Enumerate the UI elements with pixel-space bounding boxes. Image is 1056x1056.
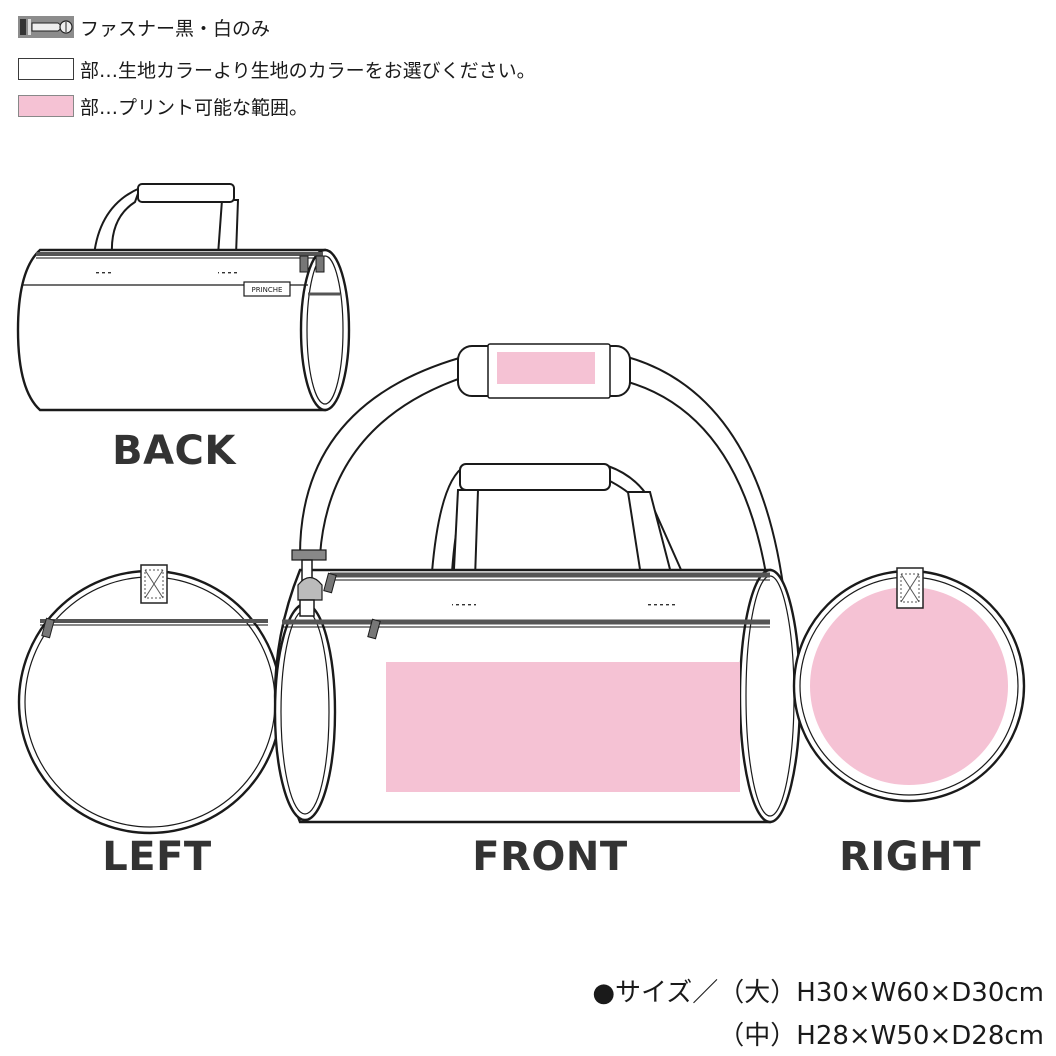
front-print-area [386,662,740,792]
legend-print-text: 部…プリント可能な範囲。 [80,96,309,119]
print-swatch [18,95,74,117]
front-view [273,343,802,824]
right-view [792,567,1026,803]
legend-fabric: 部…生地カラーより生地のカラーをお選びください。 [18,56,536,82]
zipper-icon [18,16,74,38]
left-view [17,564,283,835]
size-medium: （中）H28×W50×D28cm [718,1021,1044,1051]
view-label-back: BACK [112,428,236,474]
size-large: ●サイズ／（大）H30×W60×D30cm [592,978,1044,1008]
front-pad-print-area [497,352,595,384]
fabric-swatch [18,58,74,80]
view-label-left: LEFT [102,834,212,880]
brand-tag: PRINCHE [252,286,283,294]
legend-print: 部…プリント可能な範囲。 [18,93,308,119]
legend-zipper: ファスナー黒・白のみ [18,14,270,40]
legend-fabric-text: 部…生地カラーより生地のカラーをお選びください。 [80,59,536,82]
view-label-right: RIGHT [839,834,981,880]
view-label-front: FRONT [472,834,628,880]
back-view [16,183,351,412]
right-print-area [810,587,1008,785]
legend-zipper-text: ファスナー黒・白のみ [80,17,271,40]
